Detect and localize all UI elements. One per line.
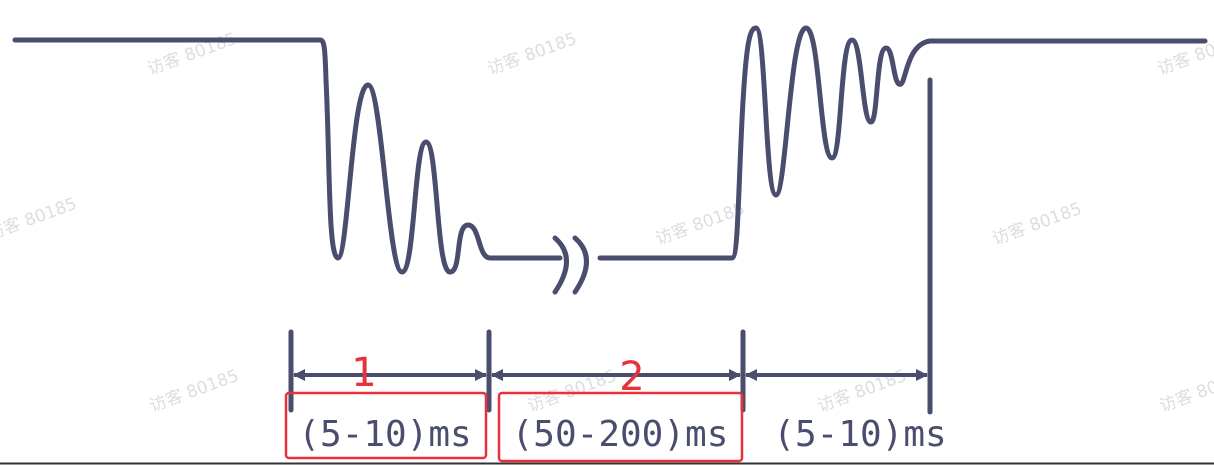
timing-scale	[288, 77, 933, 415]
duration-label: (5-10)ms	[298, 414, 471, 455]
watermark: 访客 80185	[0, 194, 80, 245]
watermark: 访客 80185	[147, 366, 242, 417]
watermark: 访客 80185	[990, 199, 1085, 250]
waveform-press-bounce	[12, 37, 563, 275]
segment-marker: 1	[351, 350, 376, 396]
duration-label: (50-200)ms	[512, 414, 729, 455]
waveform	[12, 25, 1208, 295]
watermark: 访客 80185	[653, 199, 748, 250]
segment-marker: 2	[619, 354, 644, 400]
watermark: 访客 80185	[485, 29, 580, 80]
watermark: 访客 80185	[145, 29, 240, 80]
highlight-box	[497, 391, 744, 463]
waveform-break-symbol	[552, 235, 589, 295]
watermark-layer: 访客 80185 访客 80185 访客 80185 访客 80185 访客 8…	[0, 29, 1214, 417]
duration-label: (5-10)ms	[773, 414, 946, 455]
watermark: 访客 80185	[1157, 366, 1214, 417]
waveform-release-bounce	[597, 25, 1208, 261]
highlight-boxes	[284, 391, 744, 463]
highlight-box	[284, 391, 488, 460]
watermark: 访客 80185	[1155, 29, 1214, 80]
